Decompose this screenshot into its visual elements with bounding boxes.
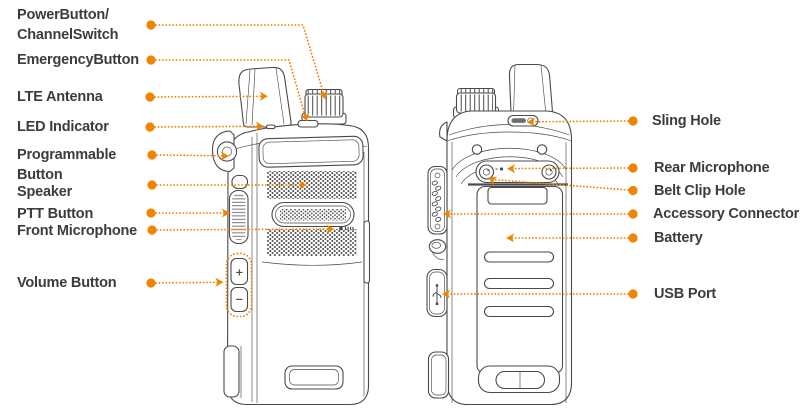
label-led-indicator: LED Indicator (17, 119, 109, 135)
label-power-channel-switch: PowerButton/ ChannelSwitch (17, 7, 119, 43)
label-speaker: Speaker (17, 184, 73, 200)
side-latch (428, 239, 447, 260)
rear-antenna-shape (508, 63, 554, 118)
label-rear-microphone: Rear Microphone (654, 160, 770, 176)
emergency-button-shape (297, 119, 319, 128)
leader-led (145, 121, 264, 132)
leader-lte-antenna (145, 91, 268, 102)
leader-programmable (147, 150, 229, 161)
label-usb-port: USB Port (654, 286, 717, 302)
usb-icon (432, 284, 442, 306)
leader-lines (145, 20, 638, 299)
front-view-radio: + − (211, 66, 371, 406)
leader-usb (442, 289, 638, 299)
label-emergency-button: EmergencyButton (17, 52, 139, 68)
leader-sling-hole (527, 116, 638, 127)
label-sling-hole: Sling Hole (652, 113, 721, 129)
belt-clip-screw-left (478, 164, 495, 180)
leader-emergency (146, 55, 312, 123)
leader-accessory (443, 209, 638, 219)
usb-port-shape (426, 268, 448, 318)
belt-clip-screw-right (541, 164, 557, 180)
led-indicator-shape (265, 124, 276, 130)
speaker-grille (267, 171, 357, 256)
leader-front-mic (147, 224, 335, 235)
front-foot (223, 345, 240, 398)
ptt-button-shape (228, 189, 249, 245)
label-volume-button: Volume Button (17, 275, 117, 291)
side-key (231, 174, 249, 190)
rear-bottom-latch (477, 365, 561, 394)
label-battery: Battery (654, 230, 703, 246)
leader-belt-clip (486, 173, 638, 196)
rear-microphone-shape (495, 167, 504, 171)
volume-highlight-outline (225, 252, 253, 318)
programmable-button-shape (211, 130, 238, 173)
leader-ptt (146, 208, 230, 218)
leader-volume (146, 277, 224, 288)
volume-down-glyph: − (235, 295, 243, 306)
label-front-microphone: Front Microphone (17, 223, 138, 239)
leader-speaker (147, 180, 307, 190)
display-window (258, 135, 364, 168)
accessory-connector-shape (427, 165, 448, 235)
label-ptt-button: PTT Button (17, 206, 94, 222)
front-side-rail (363, 220, 371, 284)
label-programmable-button: Programmable Button (17, 147, 117, 183)
front-microphone-shape (339, 226, 354, 231)
leader-battery (506, 233, 638, 243)
volume-buttons: + − (225, 252, 253, 318)
label-lte-antenna: LTE Antenna (17, 89, 103, 105)
battery-shape (468, 183, 568, 375)
rear-foot (427, 351, 450, 399)
volume-up-glyph: + (235, 268, 243, 279)
rear-side-bump (439, 121, 448, 142)
leader-rear-mic (507, 163, 638, 174)
rear-view-radio (426, 63, 573, 406)
label-belt-clip-hole: Belt Clip Hole (654, 183, 746, 199)
power-knob (301, 88, 347, 125)
leader-power-channel (146, 20, 331, 101)
label-accessory-connector: Accessory Connector (653, 206, 800, 222)
front-bottom-latch (284, 365, 344, 390)
